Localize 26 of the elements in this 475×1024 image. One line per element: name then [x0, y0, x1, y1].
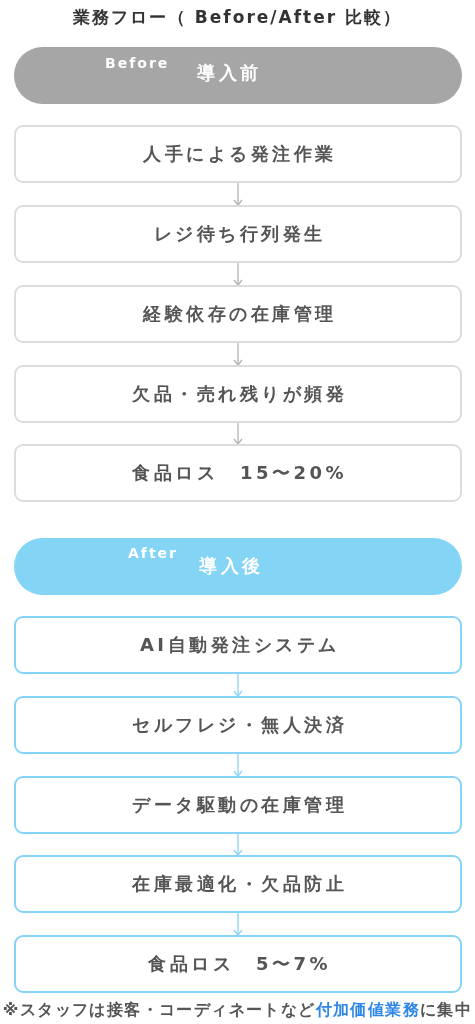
diagram-title: 業務フロー（ Before/After 比較） — [71, 6, 404, 28]
section-banner — [14, 47, 462, 104]
arrow — [233, 673, 243, 697]
arrow — [233, 342, 243, 366]
section-banner — [14, 538, 462, 595]
section-tag: After — [128, 546, 179, 560]
section-tag: Before — [105, 56, 170, 70]
arrow — [233, 182, 243, 206]
process-box: 食品ロス 15〜20% — [14, 444, 462, 502]
arrow — [233, 753, 243, 777]
process-box: データ駆動の在庫管理 — [14, 776, 462, 834]
arrow — [233, 833, 243, 856]
process-box: レジ待ち行列発生 — [14, 205, 462, 263]
process-box: 経験依存の在庫管理 — [14, 285, 462, 343]
section-heading: 導入後 — [199, 557, 264, 575]
arrow — [233, 912, 243, 936]
process-box: AI自動発注システム — [14, 616, 462, 674]
arrow — [233, 422, 243, 445]
footnote: ※スタッフは接客・コーディネートなど付加価値業務に集中 — [1, 1000, 474, 1020]
process-box: 人手による発注作業 — [14, 125, 462, 183]
arrow — [233, 262, 243, 286]
process-box: 在庫最適化・欠品防止 — [14, 855, 462, 913]
process-box: セルフレジ・無人決済 — [14, 696, 462, 754]
process-box: 食品ロス 5〜7% — [14, 935, 462, 993]
section-heading: 導入前 — [197, 64, 262, 82]
process-box: 欠品・売れ残りが頻発 — [14, 365, 462, 423]
